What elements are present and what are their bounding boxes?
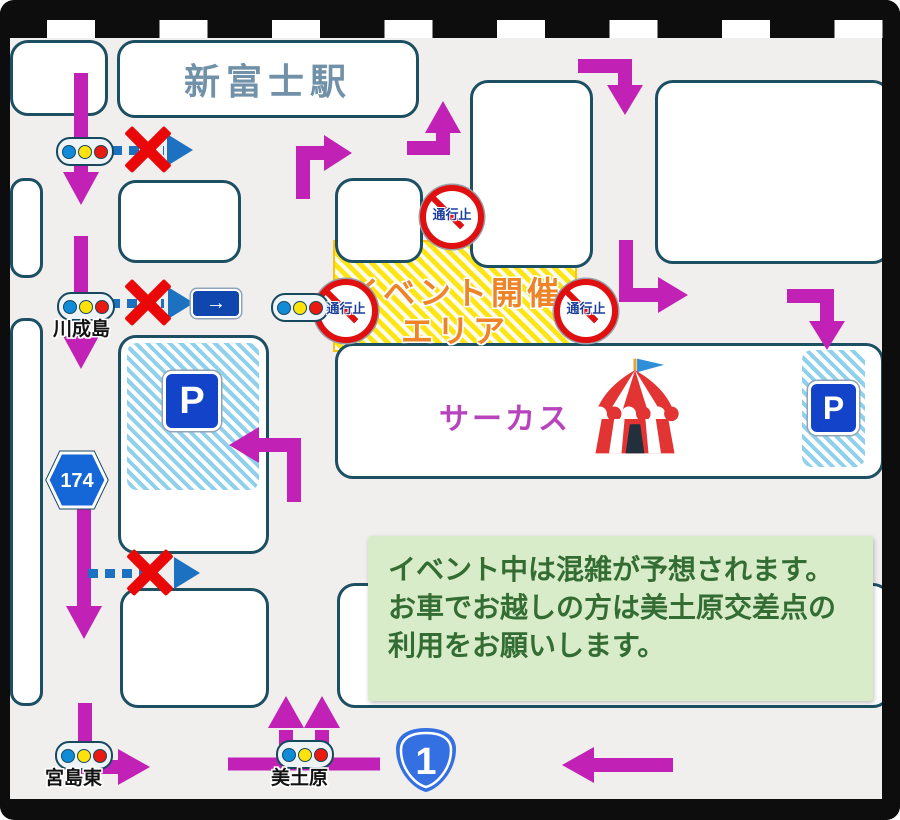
no-entry-sign: 通行止 [420, 185, 484, 249]
route-arrowhead [118, 749, 150, 785]
notice-line-2: お車でお越しの方は美土原交差点の [388, 592, 837, 623]
closed-route-x-icon [126, 548, 174, 597]
city-block [10, 178, 43, 278]
signal-yellow-lamp-icon [79, 299, 93, 314]
route-arrowhead [562, 747, 594, 783]
frame-left-band [0, 0, 10, 820]
signal-red-lamp-icon [314, 747, 328, 762]
signal-yellow-lamp-icon [293, 300, 307, 315]
city-block [120, 588, 269, 708]
traffic-signal-midohara [276, 740, 334, 769]
circus-tent-icon [592, 358, 679, 454]
closed-route-x-icon [124, 278, 172, 327]
one-way-arrow-icon: → [206, 292, 226, 314]
signal-red-lamp-icon [95, 299, 109, 314]
event-area-label-line2: エリア [400, 313, 509, 349]
route-number-1: 1 [415, 741, 436, 783]
traffic-signal [271, 293, 329, 322]
city-block [10, 318, 43, 706]
signal-blue-lamp-icon [277, 300, 291, 315]
event-area-label-line1: イベント開催 [346, 275, 563, 311]
traffic-signal-kawanarijima [57, 292, 115, 321]
signal-yellow-lamp-icon [298, 747, 312, 762]
signal-blue-lamp-icon [63, 299, 77, 314]
parking-sign: P [811, 384, 856, 432]
signal-yellow-lamp-icon [77, 748, 91, 763]
route-arrow-right-up [407, 131, 450, 155]
signal-yellow-lamp-icon [78, 144, 92, 159]
intersection-label-kawanarijima: 川成島 [53, 319, 111, 340]
no-entry-label: 通行止 [432, 207, 472, 222]
signal-blue-lamp-icon [61, 748, 75, 763]
parking-sign: P [166, 374, 218, 428]
intersection-label-midohara: 美土原 [271, 768, 329, 789]
route-arrowhead [268, 696, 304, 728]
route-arrow-into-parking-left [257, 438, 301, 502]
traffic-signal-miyajimahigashi [55, 741, 113, 770]
closed-route-x-icon [124, 125, 172, 174]
side-road-arrowhead-icon [168, 287, 194, 319]
route-arrowhead [425, 101, 461, 133]
route-shield-1: 1 [396, 728, 456, 792]
route-arrow-topright-down [578, 59, 632, 87]
checker-pattern [47, 20, 883, 38]
route-arrowhead [607, 85, 643, 115]
signal-blue-lamp-icon [62, 144, 76, 159]
route-number-174: 174 [60, 470, 94, 492]
intersection-label-miyajimahigashi: 宮島東 [45, 768, 103, 789]
one-way-sign: → [193, 291, 239, 316]
no-entry-label: 通行止 [566, 301, 606, 316]
side-road-arrowhead-icon [174, 557, 200, 589]
circus-label: サーカス [439, 403, 571, 436]
route-arrowhead [324, 135, 352, 171]
side-road-arrowhead-icon [167, 134, 193, 166]
signal-red-lamp-icon [94, 144, 108, 159]
frame-bottom-band [0, 799, 900, 820]
parking-letter: P [179, 379, 205, 422]
no-entry-sign: 通行止 [554, 279, 618, 343]
no-entry-sign: 通行止 [314, 279, 378, 343]
station-label: 新富士駅 [183, 61, 352, 102]
side-road-dashed-arrow [110, 299, 164, 308]
station-block: 新富士駅 [117, 40, 419, 118]
side-road-dashed-arrow [88, 569, 142, 578]
parking-letter: P [822, 389, 845, 426]
route-arrowhead [63, 336, 99, 369]
city-block [118, 180, 241, 263]
traffic-signal [56, 137, 114, 166]
route-arrowhead [229, 427, 259, 463]
signal-red-lamp-icon [93, 748, 107, 763]
route-arrowhead [304, 696, 340, 728]
notice-line-3: 利用をお願いします。 [388, 630, 666, 661]
notice-box: イベント中は混雑が予想されます。 お車でお越しの方は美土原交差点の 利用をお願い… [368, 536, 873, 701]
notice-line-1: イベント中は混雑が予想されます。 [388, 554, 834, 585]
route-arrow-into-parking-right [787, 289, 834, 323]
route-arrow-down-right [619, 240, 660, 302]
route-shield-174: 174 [45, 450, 109, 510]
signal-red-lamp-icon [309, 300, 323, 315]
route-arrowhead [63, 172, 99, 205]
route-arrow-up-right [296, 146, 326, 199]
city-block [655, 80, 891, 264]
route-arrowhead [809, 321, 845, 350]
route-arrowhead [66, 606, 102, 639]
signal-blue-lamp-icon [282, 747, 296, 762]
frame-right-band [882, 0, 900, 820]
route-arrowhead [658, 277, 688, 313]
city-block [10, 40, 108, 116]
no-entry-label: 通行止 [326, 301, 366, 316]
city-block [470, 80, 593, 268]
